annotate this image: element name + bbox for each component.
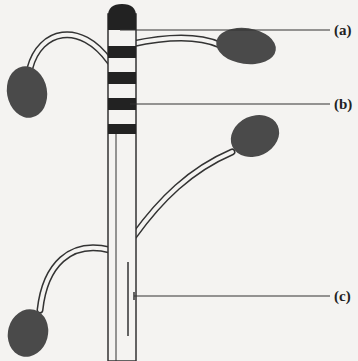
callout-label: (b): [334, 97, 352, 112]
callout-label: (a): [334, 23, 352, 38]
callout-label: (c): [334, 289, 351, 304]
